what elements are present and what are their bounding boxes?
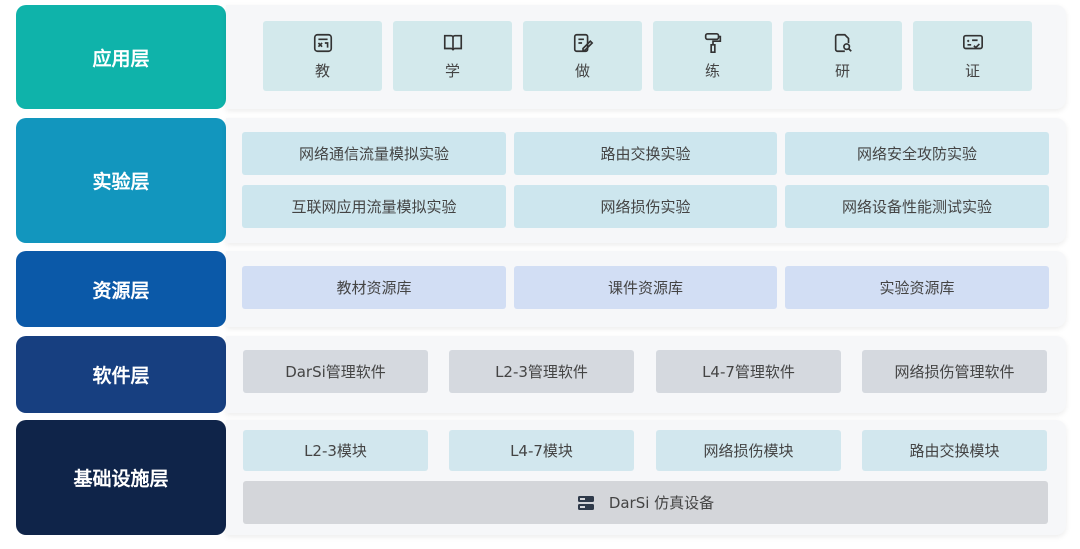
app-item-certify: 证 — [913, 21, 1032, 91]
software-item: DarSi管理软件 — [243, 350, 428, 393]
resource-item: 课件资源库 — [514, 266, 777, 309]
infrastructure-item: L4-7模块 — [449, 430, 634, 471]
app-item-learn: 学 — [393, 21, 512, 91]
layer-label-application: 应用层 — [16, 5, 226, 109]
application-panel: 教 学 做 练 研 证 — [226, 5, 1066, 109]
software-item: L4-7管理软件 — [656, 350, 841, 393]
resource-item: 教材资源库 — [242, 266, 506, 309]
app-item-label: 练 — [704, 61, 720, 80]
infrastructure-item: 路由交换模块 — [862, 430, 1047, 471]
layer-label-software: 软件层 — [16, 336, 226, 413]
certificate-icon — [962, 34, 983, 49]
app-item-teach: 教 — [263, 21, 382, 91]
experiment-item: 网络安全攻防实验 — [785, 132, 1049, 175]
device-label: DarSi 仿真设备 — [608, 494, 715, 512]
infrastructure-panel: L2-3模块 L4-7模块 网络损伤模块 路由交换模块 DarSi 仿真设备 — [226, 420, 1066, 535]
teach-icon — [313, 33, 332, 52]
experiment-item: 网络损伤实验 — [514, 185, 777, 228]
resource-panel: 教材资源库 课件资源库 实验资源库 — [226, 251, 1066, 327]
paint-roller-icon — [704, 32, 721, 53]
infrastructure-item: 网络损伤模块 — [656, 430, 841, 471]
app-item-label: 教 — [314, 61, 330, 80]
app-item-label: 证 — [964, 61, 980, 80]
document-search-icon — [834, 33, 852, 52]
app-item-practice: 练 — [653, 21, 772, 91]
device-bar: DarSi 仿真设备 — [243, 481, 1048, 524]
app-item-label: 研 — [834, 61, 850, 80]
app-item-research: 研 — [783, 21, 902, 91]
experiment-panel: 网络通信流量模拟实验 路由交换实验 网络安全攻防实验 互联网应用流量模拟实验 网… — [226, 118, 1066, 243]
resource-item: 实验资源库 — [785, 266, 1049, 309]
app-item-label: 做 — [574, 61, 590, 80]
book-icon — [443, 34, 462, 50]
software-item: L2-3管理软件 — [449, 350, 634, 393]
experiment-item: 互联网应用流量模拟实验 — [242, 185, 506, 228]
server-icon — [577, 495, 594, 510]
experiment-item: 网络设备性能测试实验 — [785, 185, 1049, 228]
layer-label-resource: 资源层 — [16, 251, 226, 327]
software-item: 网络损伤管理软件 — [862, 350, 1047, 393]
experiment-item: 网络通信流量模拟实验 — [242, 132, 506, 175]
layer-label-experiment: 实验层 — [16, 118, 226, 243]
experiment-item: 路由交换实验 — [514, 132, 777, 175]
infrastructure-item: L2-3模块 — [243, 430, 428, 471]
layer-label-infrastructure: 基础设施层 — [16, 420, 226, 535]
software-panel: DarSi管理软件 L2-3管理软件 L4-7管理软件 网络损伤管理软件 — [226, 336, 1066, 413]
edit-icon — [573, 33, 593, 52]
app-item-do: 做 — [523, 21, 642, 91]
app-item-label: 学 — [444, 61, 460, 80]
